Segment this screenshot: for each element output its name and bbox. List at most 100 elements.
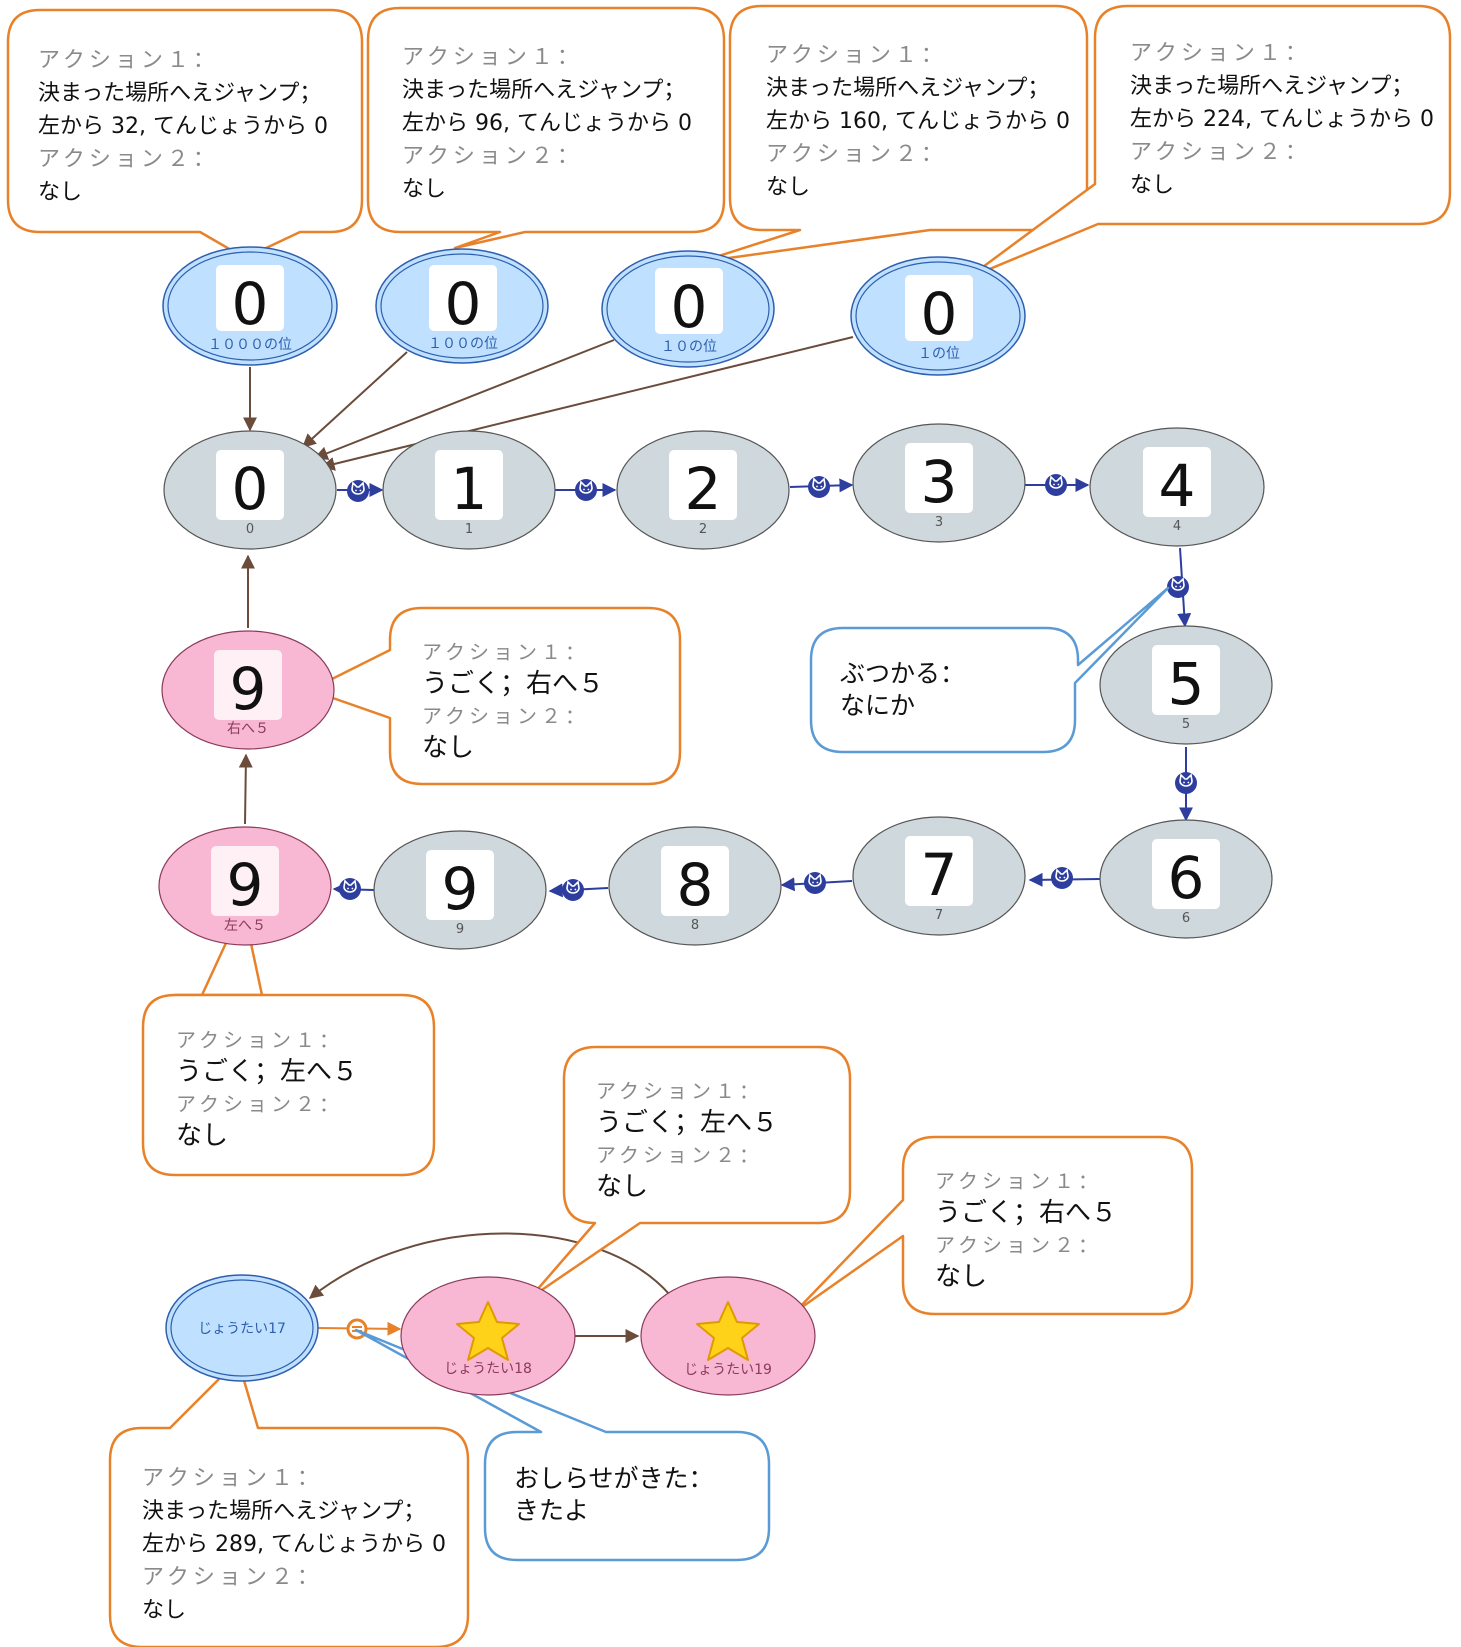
cat-icon	[346, 479, 370, 503]
action1-label: アクション１：	[142, 1466, 323, 1491]
action1-line2: 左から 160, てんじょうから 0	[766, 109, 1070, 134]
cat-icon	[1174, 771, 1198, 795]
node-digit: 1	[451, 455, 488, 523]
action1-line1: 決まった場所へえジャンプ；	[38, 81, 322, 106]
callout-100: アクション１： 決まった場所へえジャンプ； 左から 96, てんじょうから 0 …	[402, 41, 692, 206]
node-label: 8	[691, 918, 699, 933]
cat-icon	[807, 475, 831, 499]
node-s19[interactable]: じょうたい19	[640, 1276, 816, 1396]
event-value: きたよ	[514, 1496, 590, 1525]
node-4[interactable]: 4 4	[1089, 427, 1265, 547]
action1-label: アクション１：	[1130, 41, 1311, 66]
action2-label: アクション２：	[596, 1143, 763, 1167]
node-s18[interactable]: じょうたい18	[400, 1276, 576, 1396]
cat-icon	[1044, 473, 1068, 497]
node-digit: 8	[677, 851, 714, 919]
node-digit: 0	[671, 273, 708, 341]
node-label: １０００の位	[208, 337, 292, 353]
node-right5[interactable]: 9 右へ５	[161, 630, 335, 750]
digit-nodes: 0 0 1 1 2 2 3 3 4 4	[158, 423, 1273, 950]
node-s17[interactable]: じょうたい17	[165, 1274, 319, 1382]
node-label: 右へ５	[227, 721, 269, 737]
action2-value: なし	[422, 733, 475, 763]
action2-value: なし	[142, 1598, 187, 1623]
callout-bubble-left5-body	[141, 993, 436, 1177]
edge-left5-to-right5	[238, 753, 253, 825]
event-label: おしらせがきた：	[514, 1464, 714, 1493]
node-label: 3	[935, 515, 943, 530]
star-icon	[456, 1301, 520, 1361]
callout-bubble-s18	[528, 1045, 852, 1300]
node-0[interactable]: 0 0	[163, 430, 337, 550]
node-3[interactable]: 3 3	[852, 423, 1026, 543]
edge-10-to-0	[313, 339, 615, 460]
action1-line1: 決まった場所へえジャンプ；	[766, 76, 1050, 101]
node-5[interactable]: 5 5	[1099, 625, 1273, 745]
node-1-digit[interactable]: 1 1	[382, 430, 556, 550]
node-10[interactable]: 0 １０の位	[601, 250, 775, 368]
callout-bubble-1000	[6, 8, 364, 260]
cat-icon	[803, 871, 827, 895]
callout-1000: アクション１： 決まった場所へえジャンプ； 左から 32, てんじょうから 0 …	[38, 44, 328, 209]
action1-line1: 決まった場所へえジャンプ；	[142, 1499, 426, 1524]
edge-1-to-0	[320, 336, 854, 471]
callout-s17: アクション１： 決まった場所へえジャンプ； 左から 289, てんじょうから 0…	[142, 1462, 446, 1627]
node-2[interactable]: 2 2	[616, 430, 790, 550]
action1-line2: 左から 224, てんじょうから 0	[1130, 107, 1434, 132]
callout-bubble-10	[698, 4, 1089, 264]
notify-transition	[317, 1318, 402, 1340]
node-1[interactable]: 0 １の位	[850, 256, 1026, 376]
callout-1: アクション１： 決まった場所へえジャンプ； 左から 224, てんじょうから 0…	[1130, 37, 1434, 202]
edge-s19-to-s17	[308, 1232, 671, 1299]
node-label: １００の位	[428, 336, 498, 352]
cat-icon	[338, 877, 362, 901]
node-label: 7	[935, 908, 943, 923]
callout-hit: ぶつかる： なにか	[840, 658, 965, 722]
callout-shapes	[6, 4, 1452, 1647]
node-label: 9	[456, 922, 464, 937]
node-digit: 4	[1159, 452, 1196, 520]
action1-label: アクション１：	[766, 43, 947, 68]
callout-bubble-1	[966, 4, 1452, 280]
action2-label: アクション２：	[402, 144, 583, 169]
action1-line2: 左から 32, てんじょうから 0	[38, 114, 328, 139]
node-9[interactable]: 9 9	[373, 830, 547, 950]
action2-value: なし	[596, 1172, 649, 1202]
node-digit: 0	[232, 270, 269, 338]
node-digit: 9	[230, 655, 267, 723]
node-8[interactable]: 8 8	[608, 826, 782, 946]
node-7[interactable]: 7 7	[852, 816, 1026, 936]
node-digit: 5	[1168, 650, 1205, 718]
callout-s18: アクション１： うごく；左へ５ アクション２： なし	[596, 1075, 778, 1203]
action1-label: アクション１：	[935, 1169, 1102, 1193]
callout-s19: アクション１： うごく；右へ５ アクション２： なし	[935, 1165, 1117, 1293]
action2-label: アクション２：	[422, 704, 589, 728]
blue-callout-shapes	[354, 586, 1170, 1562]
action2-label: アクション２：	[1130, 140, 1311, 165]
node-6[interactable]: 6 6	[1099, 819, 1273, 939]
action2-label: アクション２：	[176, 1092, 343, 1116]
node-left5[interactable]: 9 左へ５	[158, 826, 332, 946]
callout-bubble-notify	[354, 1328, 771, 1562]
state-nodes: じょうたい17 じょうたい18 じょうたい19	[165, 1274, 816, 1396]
node-digit: 0	[232, 455, 269, 523]
node-label: じょうたい17	[198, 1321, 286, 1337]
callout-bubble-s19	[793, 1135, 1194, 1316]
action2-value: なし	[1130, 173, 1175, 198]
node-label: 2	[699, 522, 707, 537]
cat-icon	[574, 478, 598, 502]
action1-label: アクション１：	[422, 640, 589, 664]
node-digit: 3	[921, 448, 958, 516]
blue-transitions	[332, 473, 1198, 902]
event-value: なにか	[840, 691, 916, 720]
node-label: 0	[246, 522, 254, 537]
node-digit: 6	[1168, 844, 1205, 912]
node-1000[interactable]: 0 １０００の位	[162, 246, 338, 366]
node-label: 6	[1182, 911, 1190, 926]
node-label: 5	[1182, 717, 1190, 732]
action2-label: アクション２：	[766, 142, 947, 167]
node-label: じょうたい19	[684, 1362, 772, 1378]
action1-line1: 決まった場所へえジャンプ；	[402, 78, 686, 103]
node-100[interactable]: 0 １００の位	[375, 248, 549, 364]
